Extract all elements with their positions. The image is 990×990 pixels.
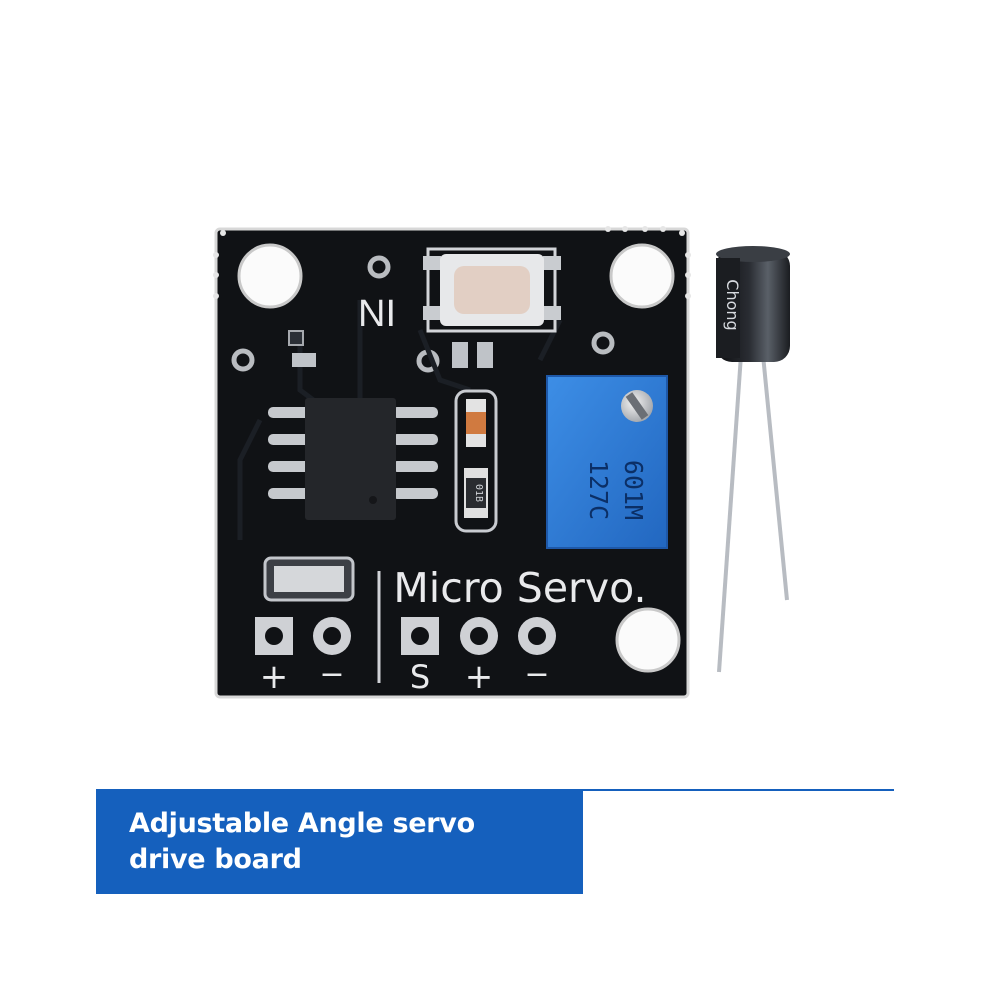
electrolytic-capacitor: Chong: [716, 246, 790, 673]
servo-plus-label: +: [465, 657, 494, 697]
pcb-board: 01B 127C 601M NI Micro Servo.: [213, 226, 691, 699]
mount-hole: [609, 243, 675, 309]
mount-hole: [615, 607, 681, 673]
servo-header: [401, 617, 556, 655]
pot-marking-2: 601M: [619, 460, 648, 520]
servo-signal-label: S: [410, 658, 430, 696]
caption-banner: [96, 791, 583, 894]
servo-minus-label: −: [524, 657, 549, 692]
caption-text: Adjustable Angle servo drive board: [129, 806, 569, 878]
smd-chip: 01B: [464, 468, 488, 518]
power-header: [255, 617, 351, 655]
driver-ic: [268, 398, 438, 520]
logo-mark: NI: [358, 293, 396, 335]
product-photo: 01B 127C 601M NI Micro Servo.: [213, 226, 790, 699]
mount-hole: [237, 243, 303, 309]
chip-marking: 01B: [473, 484, 484, 502]
smd-resistor: [466, 399, 486, 447]
trimmer-potentiometer: 127C 601M: [546, 375, 668, 549]
power-minus-label: −: [319, 657, 344, 692]
caption-rule: [96, 789, 894, 791]
power-plus-label: +: [260, 657, 289, 697]
capacitor-brand: Chong: [723, 279, 742, 330]
caption-line-2: drive board: [129, 844, 302, 875]
board-title: Micro Servo.: [393, 564, 646, 612]
pot-marking-1: 127C: [584, 460, 613, 520]
caption-line-1: Adjustable Angle servo: [129, 808, 475, 839]
smd-capacitor: [263, 556, 355, 602]
reset-button: [423, 247, 561, 333]
